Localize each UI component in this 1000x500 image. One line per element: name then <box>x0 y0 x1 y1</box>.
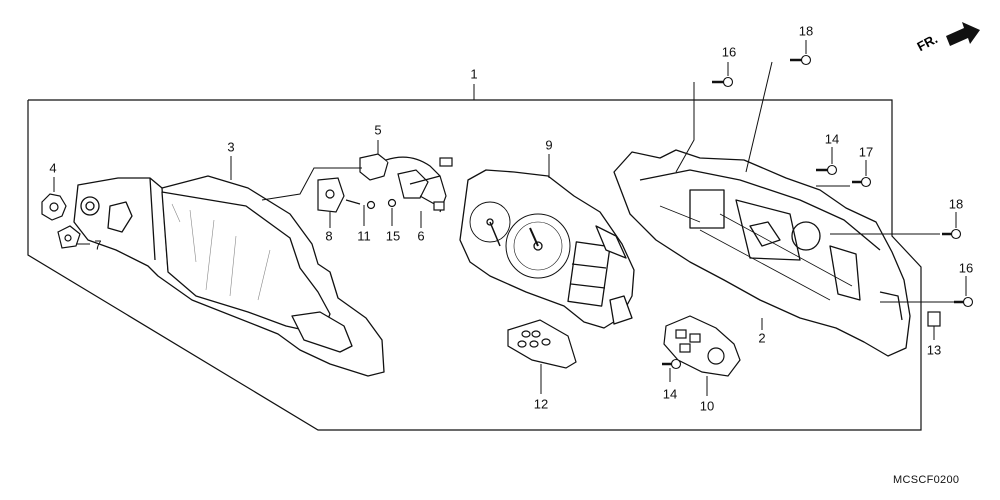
trip-knob-part <box>41 193 67 221</box>
callout-14-lower: 14 <box>662 386 678 402</box>
callout-6: 6 <box>417 228 425 244</box>
callout-3: 3 <box>227 139 235 155</box>
callout-5: 5 <box>374 122 382 138</box>
callout-7: 7 <box>94 237 102 253</box>
callout-4: 4 <box>49 160 57 176</box>
callout-8: 8 <box>325 228 333 244</box>
indicator-pad-part <box>507 319 577 369</box>
callout-18-lower: 18 <box>948 196 964 212</box>
assembly-frame <box>27 99 922 431</box>
callout-12: 12 <box>533 396 549 412</box>
switch-board-part <box>663 315 741 377</box>
diagram-code: MCSCF0200 <box>893 474 960 486</box>
callout-2: 2 <box>758 330 766 346</box>
front-direction-arrow <box>946 22 980 46</box>
callout-11: 11 <box>357 228 371 244</box>
meter-dial-part <box>459 169 635 329</box>
callout-10: 10 <box>699 398 715 414</box>
callout-14-upper: 14 <box>824 131 840 147</box>
screws <box>662 54 974 370</box>
socket-wiring-parts <box>317 153 453 213</box>
callout-15: 15 <box>385 228 401 244</box>
callout-13: 13 <box>926 342 942 358</box>
callout-16-upper: 16 <box>721 44 737 60</box>
knob-holder-part <box>57 225 81 249</box>
callout-1: 1 <box>470 66 478 82</box>
callout-9: 9 <box>545 137 553 153</box>
rubber-part <box>927 311 941 327</box>
callout-16-lower: 16 <box>958 260 974 276</box>
meter-lens-part <box>73 175 385 377</box>
meter-case-part <box>613 149 911 357</box>
callout-17: 17 <box>858 144 874 160</box>
callout-18-upper: 18 <box>798 23 814 39</box>
